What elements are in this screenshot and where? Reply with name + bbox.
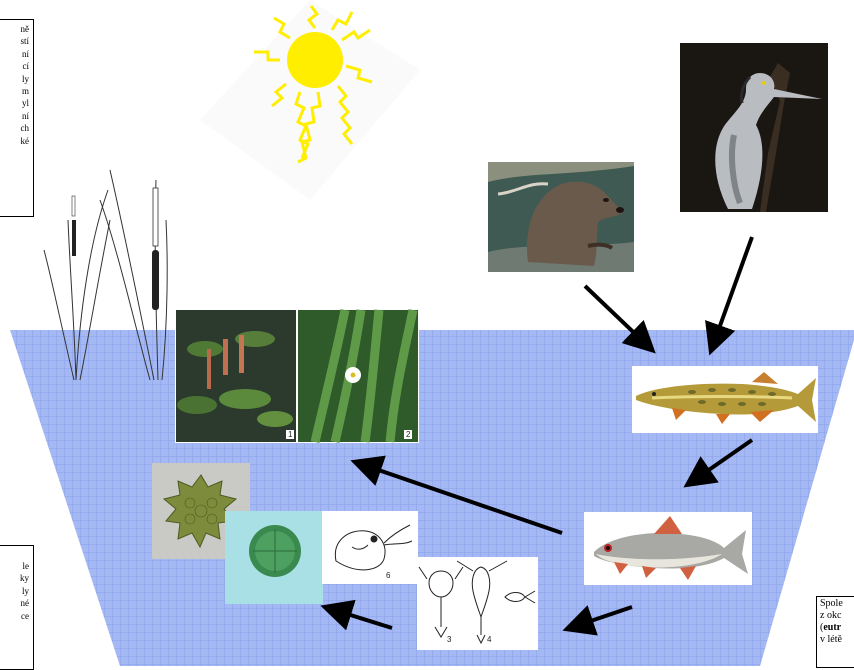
arrow-zooplankton-to-algae	[328, 608, 392, 628]
arrow-pike-to-roach	[690, 440, 752, 483]
arrow-otter-to-pike	[585, 286, 650, 348]
arrow-roach-to-zooplankton	[570, 607, 632, 628]
arrow-roach-to-plants	[358, 463, 562, 533]
arrow-heron-to-pike	[712, 237, 752, 348]
